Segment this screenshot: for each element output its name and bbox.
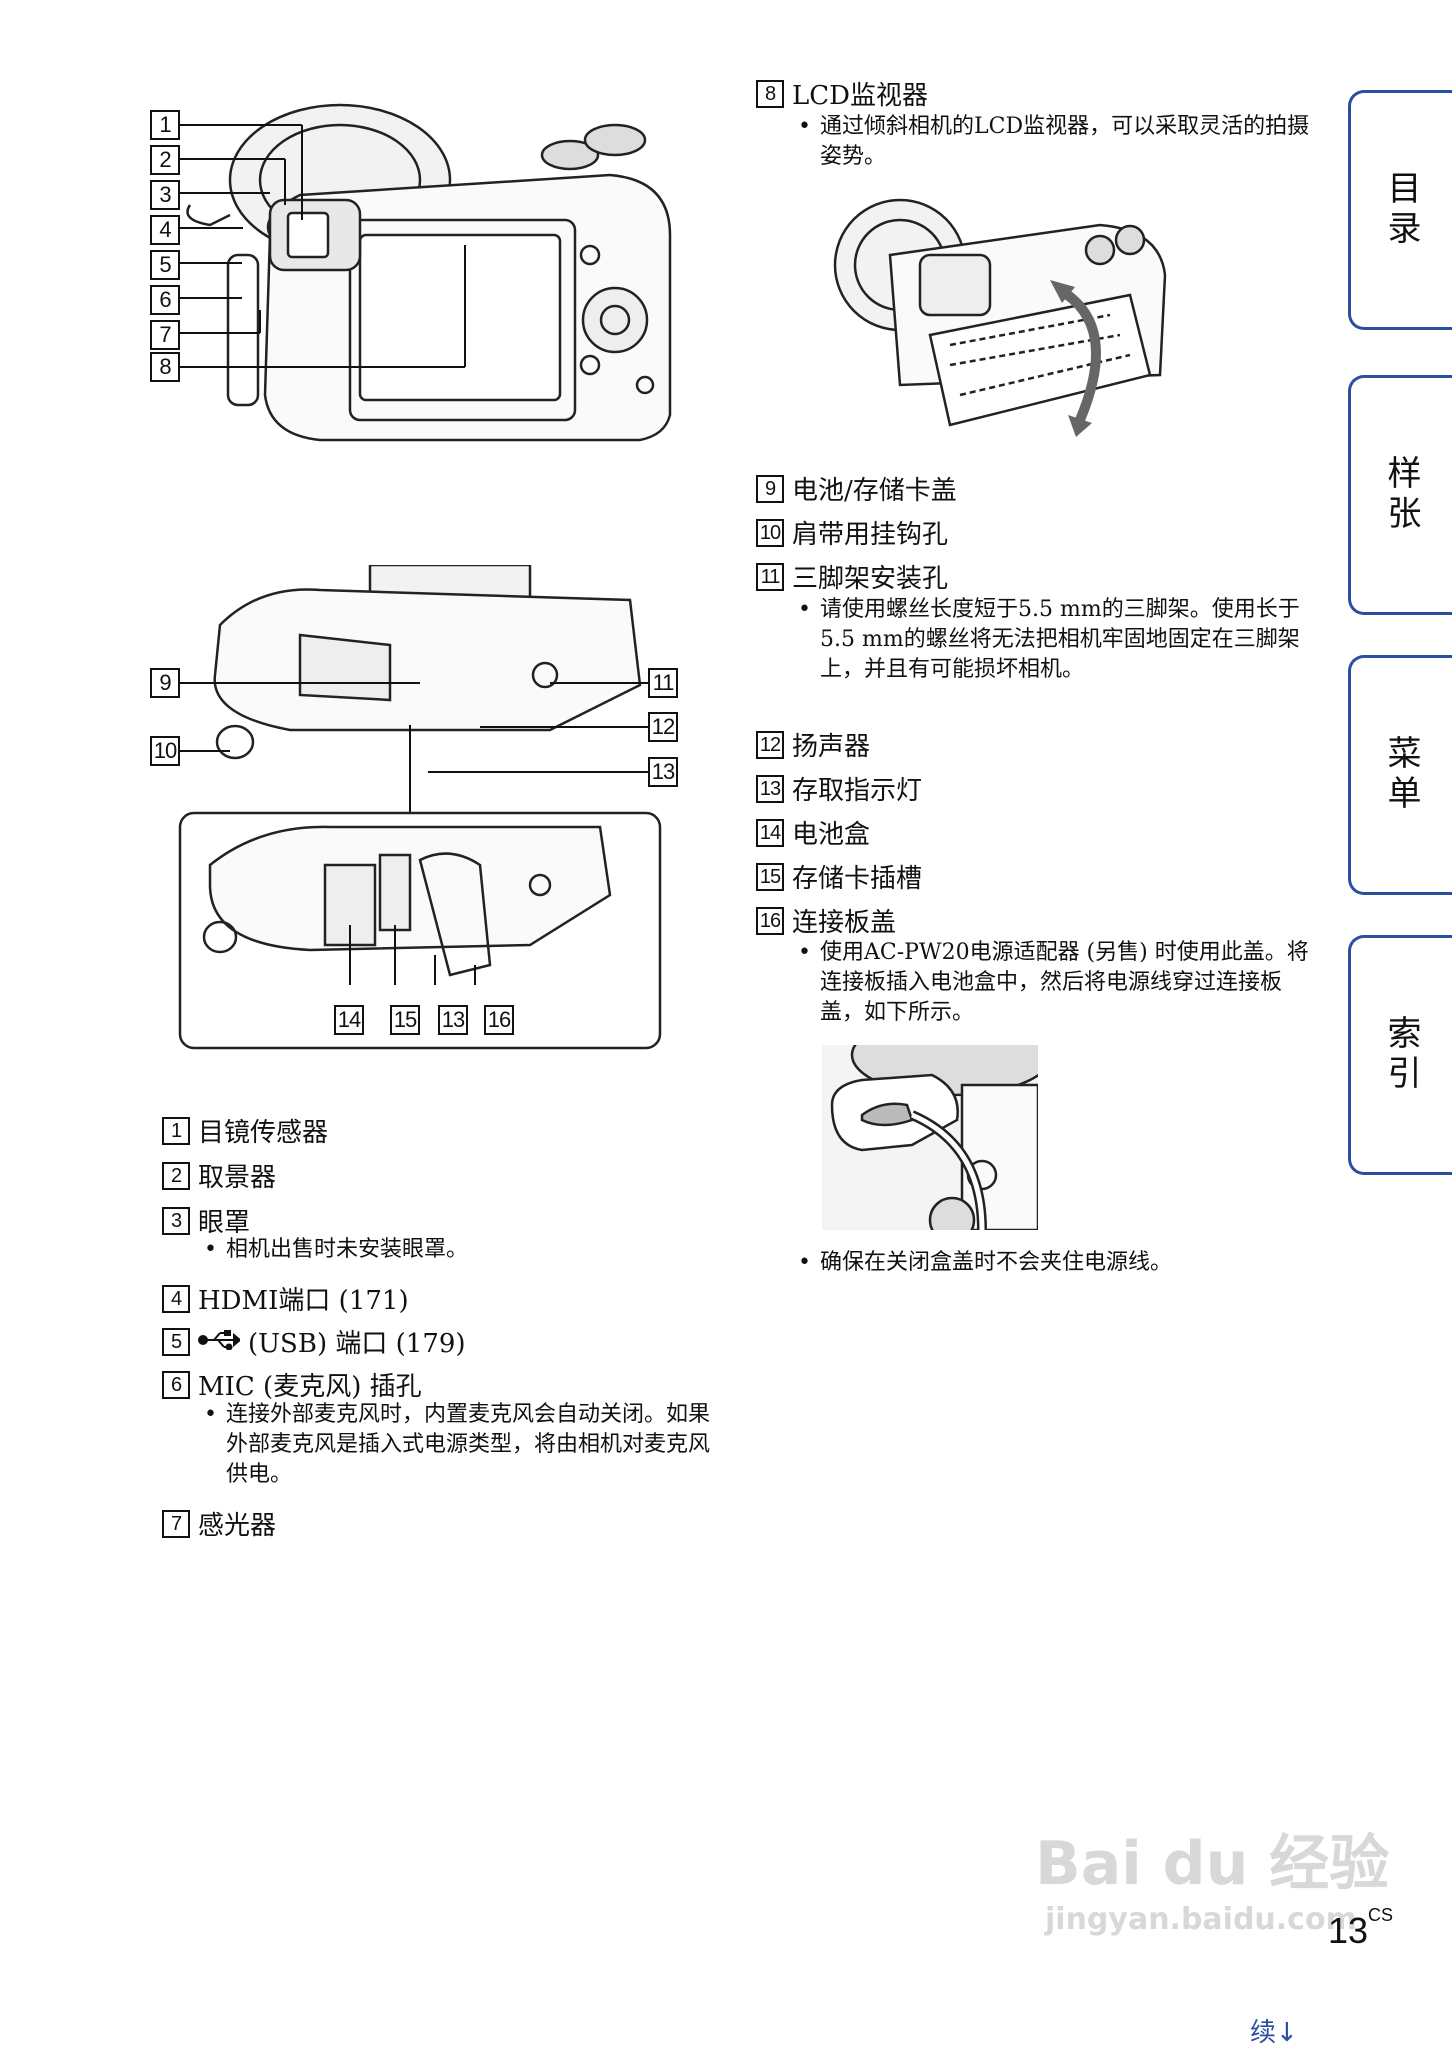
item-8: 8 LCD监视器 xyxy=(756,75,928,112)
callout-5: 5 xyxy=(150,250,180,280)
item-11: 11 三脚架安装孔 xyxy=(756,558,948,595)
item-number: 3 xyxy=(162,1206,190,1235)
item-number: 15 xyxy=(756,862,784,891)
item-number: 1 xyxy=(162,1116,190,1145)
item-label: MIC (麦克风) 插孔 xyxy=(198,1372,422,1402)
callout-9: 9 xyxy=(150,668,180,698)
callout-7: 7 xyxy=(150,320,180,350)
item-15: 15 存储卡插槽 xyxy=(756,858,922,895)
power-cord-illustration xyxy=(822,1013,1054,1244)
power-cord-drawing xyxy=(822,1013,1054,1244)
item-label: LCD监视器 xyxy=(792,81,929,111)
item-number: 2 xyxy=(162,1161,190,1190)
tab-menu[interactable]: 菜单 xyxy=(1348,655,1452,895)
item-3-note: •相机出售时未安装眼罩。 xyxy=(200,1235,706,1265)
item-14: 14 电池盒 xyxy=(756,814,870,851)
item-label: 感光器 xyxy=(198,1511,277,1541)
tab-samples[interactable]: 样张 xyxy=(1348,375,1452,615)
camera-rear-illustration xyxy=(150,95,690,515)
item-3: 3 眼罩 xyxy=(162,1202,250,1239)
item-number: 14 xyxy=(756,818,784,847)
callout-3: 3 xyxy=(150,180,180,210)
item-1: 1 目镜传感器 xyxy=(162,1112,328,1149)
item-number: 4 xyxy=(162,1284,190,1313)
item-number: 13 xyxy=(756,774,784,803)
item-label: 取景器 xyxy=(198,1163,277,1193)
continued-link[interactable]: 续↓ xyxy=(1250,2018,1298,2048)
item-9: 9 电池/存储卡盖 xyxy=(756,470,957,507)
callout-16: 16 xyxy=(484,1005,514,1035)
callout-6: 6 xyxy=(150,285,180,315)
item-16: 16 连接板盖 xyxy=(756,902,896,939)
item-8-note: •通过倾斜相机的LCD监视器，可以采取灵活的拍摄姿势。 xyxy=(798,114,1310,169)
item-13: 13 存取指示灯 xyxy=(756,770,922,807)
item-number: 7 xyxy=(162,1509,190,1538)
callout-8: 8 xyxy=(150,352,180,382)
bullet: • xyxy=(798,940,811,965)
item-number: 12 xyxy=(756,730,784,759)
page-number: 13CS xyxy=(1328,1905,1394,1951)
lcd-tilt-drawing xyxy=(833,198,1167,437)
bullet: • xyxy=(798,1250,811,1275)
item-label: 目镜传感器 xyxy=(198,1118,329,1148)
item-number: 10 xyxy=(756,518,784,547)
camera-bottom-drawing xyxy=(170,563,662,1050)
callout-10: 10 xyxy=(150,736,180,766)
callout-14: 14 xyxy=(334,1005,364,1035)
item-6: 6 MIC (麦克风) 插孔 xyxy=(162,1366,422,1403)
callout-15: 15 xyxy=(390,1005,420,1035)
baidu-watermark: Bai du 经验 jingyan.baidu.com xyxy=(1035,1829,1390,1937)
item-4: 4 HDMI端口 (171) xyxy=(162,1280,409,1317)
item-6-note: •连接外部麦克风时，内置麦克风会自动关闭。如果外部麦克风是插入式电源类型，将由相… xyxy=(204,1402,711,1487)
callout-13: 13 xyxy=(648,757,678,787)
item-number: 16 xyxy=(756,906,784,935)
item-number: 9 xyxy=(756,474,784,503)
item-label: (USB) 端口 (179) xyxy=(248,1329,466,1359)
item-number: 5 xyxy=(162,1327,190,1356)
callout-2: 2 xyxy=(150,145,180,175)
lcd-tilt-illustration xyxy=(830,195,1180,445)
bullet: • xyxy=(204,1402,217,1427)
callout-1: 1 xyxy=(150,110,180,140)
callout-11: 11 xyxy=(648,668,678,698)
callout-13b: 13 xyxy=(438,1005,468,1035)
item-2: 2 取景器 xyxy=(162,1157,276,1194)
callout-12: 12 xyxy=(648,712,678,742)
item-label: 连接板盖 xyxy=(792,908,897,938)
callout-4: 4 xyxy=(150,215,180,245)
camera-bottom-illustration xyxy=(150,563,690,1055)
item-5: 5 (USB) 端口 (179) xyxy=(162,1323,466,1360)
item-12: 12 扬声器 xyxy=(756,726,870,763)
item-7: 7 感光器 xyxy=(162,1505,276,1542)
bullet: • xyxy=(204,1237,217,1262)
tab-index[interactable]: 索引 xyxy=(1348,935,1452,1175)
item-label: 眼罩 xyxy=(198,1208,251,1238)
item-label: 三脚架安装孔 xyxy=(792,564,949,594)
item-label: 肩带用挂钩孔 xyxy=(792,520,949,550)
item-label: HDMI端口 (171) xyxy=(198,1286,409,1316)
final-note: •确保在关闭盒盖时不会夹住电源线。 xyxy=(794,1248,1310,1278)
item-label: 电池/存储卡盖 xyxy=(792,476,957,506)
item-label: 存取指示灯 xyxy=(792,776,923,806)
item-label: 扬声器 xyxy=(792,732,871,762)
item-10: 10 肩带用挂钩孔 xyxy=(756,514,948,551)
item-11-note: •请使用螺丝长度短于5.5 mm的三脚架。使用长于5.5 mm的螺丝将无法把相机… xyxy=(798,597,1300,682)
tab-contents[interactable]: 目录 xyxy=(1348,90,1452,330)
item-16-note: •使用AC-PW20电源适配器 (另售) 时使用此盖。将连接板插入电池盒中，然后… xyxy=(798,940,1309,1025)
bullet: • xyxy=(798,114,811,139)
item-number: 6 xyxy=(162,1370,190,1399)
usb-icon xyxy=(198,1328,242,1354)
item-label: 存储卡插槽 xyxy=(792,864,923,894)
bullet: • xyxy=(798,597,811,622)
item-label: 电池盒 xyxy=(792,820,871,850)
item-number: 11 xyxy=(756,562,784,591)
camera-rear-drawing xyxy=(172,103,672,442)
item-number: 8 xyxy=(756,79,784,108)
